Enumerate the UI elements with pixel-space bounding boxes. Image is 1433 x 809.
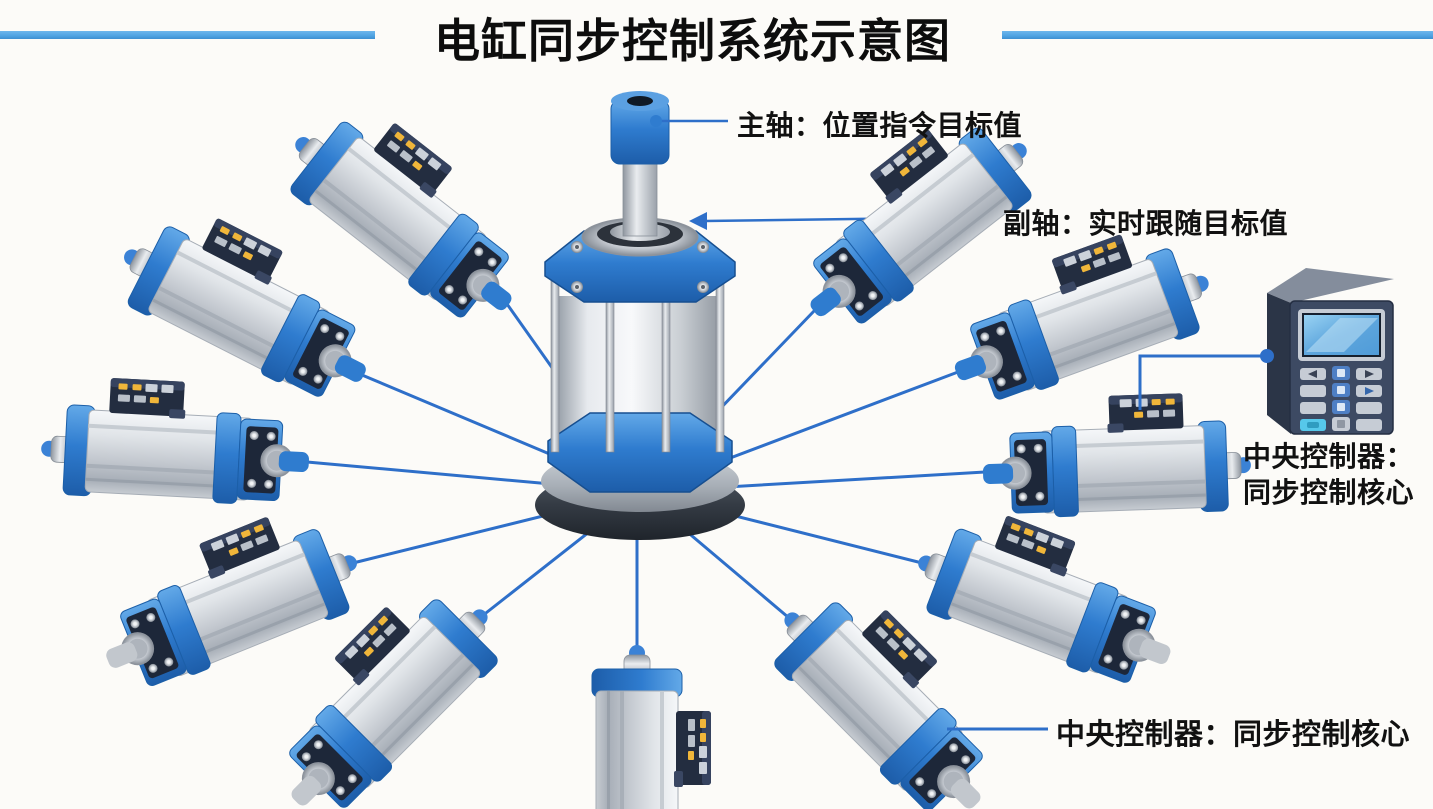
controller-side-label-line1: 中央控制器：: [1243, 441, 1415, 472]
satellite-cylinder-right: [980, 391, 1252, 519]
satellite-cylinder-bottom-center: [591, 644, 712, 809]
header-accent-bar-right: [1002, 31, 1433, 39]
satellite-cylinder-left: [38, 373, 314, 508]
controller-side-label-line2: 同步控制核心: [1243, 477, 1415, 508]
controller-bottom-label: 中央控制器：同步控制核心: [1056, 719, 1411, 751]
master-axis-callout-line: [650, 115, 728, 127]
central-controller-device: [1267, 268, 1394, 435]
controller-keypad: [1300, 366, 1382, 431]
slave-axis-label: 副轴：实时跟随目标值: [1003, 208, 1289, 239]
flange-screws: [571, 241, 709, 293]
satellite-cylinder-lower-right: [902, 491, 1196, 700]
lower-flange: [547, 412, 733, 493]
header-accent-bar-left: [0, 31, 375, 39]
master-axis-label: 主轴：位置指令目标值: [737, 110, 1023, 141]
controller-side-label: 中央控制器： 同步控制核心: [1243, 439, 1414, 511]
master-cylinder: [535, 91, 745, 540]
satellite-cylinder-lower-left: [80, 492, 373, 703]
piston-rod: [622, 161, 658, 237]
page-title: 电缸同步控制系统示意图: [434, 15, 951, 67]
satellite-cylinder-upper-right: [931, 212, 1224, 415]
controller-callout-line: [1138, 349, 1274, 410]
